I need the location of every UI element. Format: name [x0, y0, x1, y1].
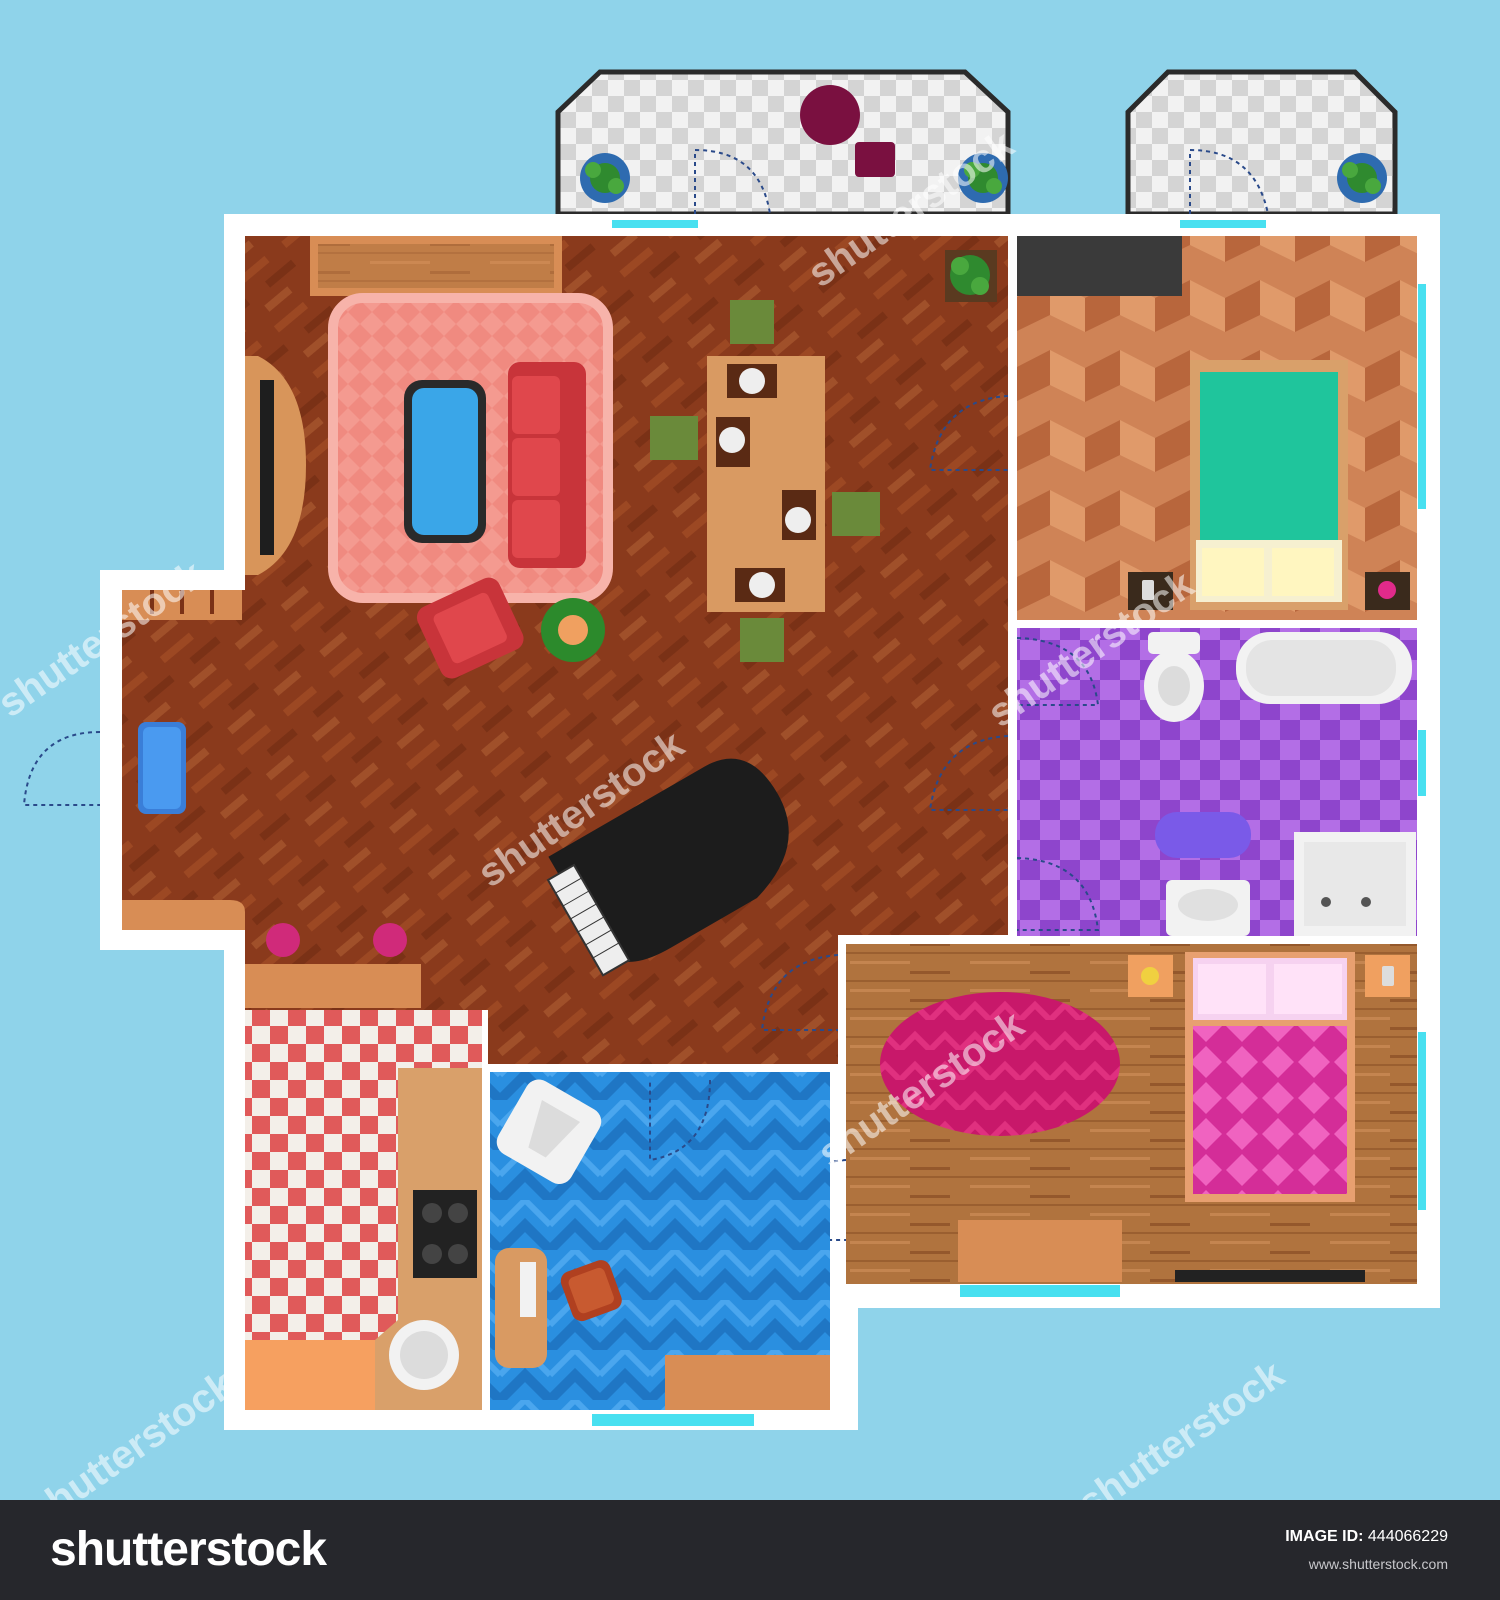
image-id-value: 444066229 [1367, 1528, 1448, 1545]
brand-logo-text: shutterstock [50, 1523, 327, 1576]
plant-icon [945, 250, 997, 302]
image-id-label: IMAGE ID: [1285, 1528, 1364, 1545]
living-room [22, 236, 1009, 1064]
bedroom-1 [1017, 236, 1426, 620]
kitchen [245, 1010, 482, 1410]
plant-icon [1337, 153, 1387, 203]
plant-icon [958, 153, 1008, 203]
plant-icon [580, 153, 630, 203]
footer-bar: shutterstock IMAGE ID: 444066229 www.shu… [0, 1500, 1500, 1600]
office [490, 1072, 830, 1426]
toilet-icon [1144, 632, 1204, 722]
sink-icon [1166, 880, 1250, 936]
bathroom [1016, 628, 1426, 936]
bath-mat [1155, 812, 1251, 858]
armchair-icon [496, 1079, 602, 1184]
window [612, 220, 698, 228]
bed-icon [1185, 952, 1355, 1202]
image-id: IMAGE ID: 444066229 [1285, 1528, 1448, 1546]
master-bedroom [766, 944, 1426, 1297]
armchair-icon [416, 577, 524, 679]
sofa-icon [508, 362, 586, 568]
bathtub-icon [1236, 632, 1412, 704]
grand-piano-icon [546, 758, 789, 977]
site-url: www.shutterstock.com [1308, 1556, 1448, 1572]
floor-plan-svg [22, 69, 1440, 1430]
dining-table-icon [650, 300, 880, 662]
window [1180, 220, 1266, 228]
sink-icon [389, 1320, 459, 1390]
tv-icon [260, 380, 274, 555]
balcony-left [555, 69, 1011, 217]
stove-icon [413, 1190, 477, 1278]
desk-chair [560, 1260, 622, 1322]
shower-icon [1294, 832, 1416, 936]
